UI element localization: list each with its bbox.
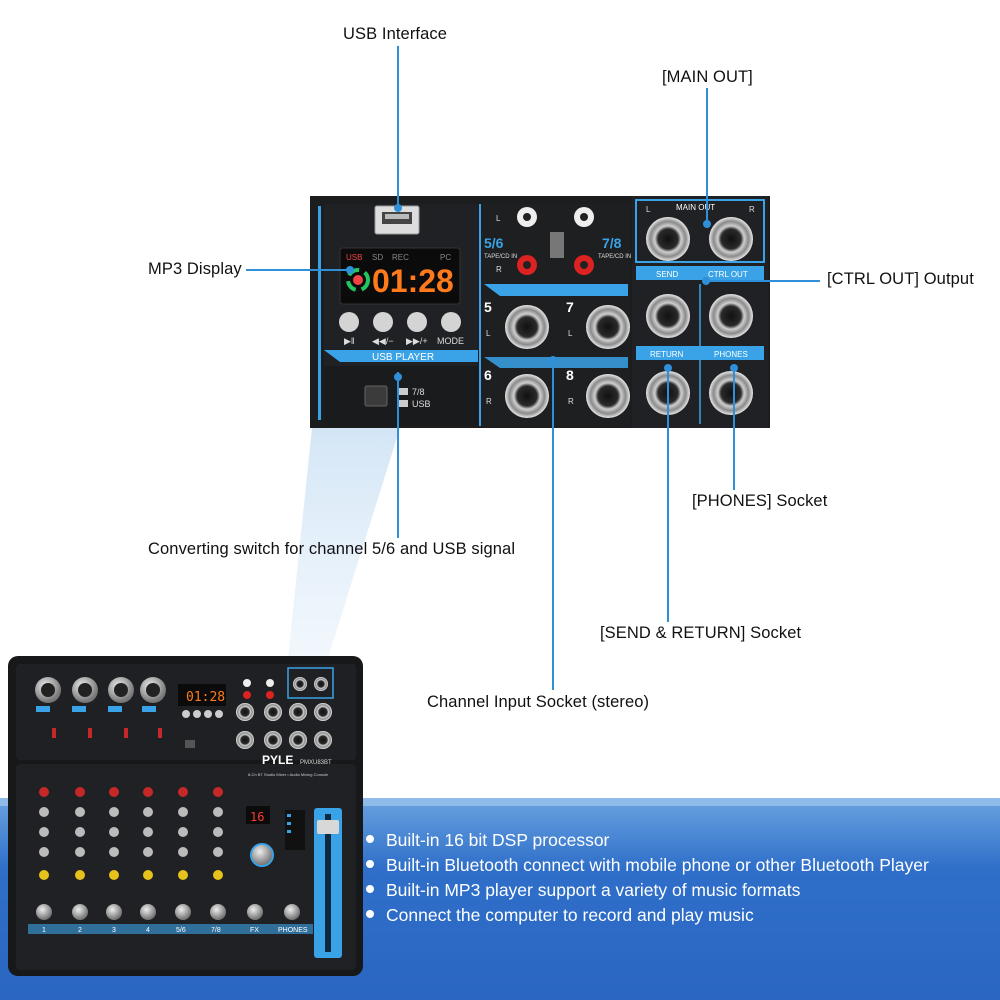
feature-item: Built-in Bluetooth connect with mobile p… (366, 853, 929, 878)
callout-ctrl-out: [CTRL OUT] Output (827, 270, 974, 288)
mode-button (441, 312, 461, 332)
feature-text: Built-in MP3 player support a variety of… (386, 880, 801, 900)
svg-text:▶▶/+: ▶▶/+ (406, 336, 428, 346)
panel-label-L-1: L (496, 214, 501, 223)
callout-lines (246, 46, 820, 690)
display-sd: SD (372, 253, 383, 262)
mixer-ch-fx: FX (250, 927, 259, 934)
mixer-subtitle: 8-Ch BT Studio Mixer • Audio Mixing Cons… (248, 772, 329, 777)
feature-text: Built-in 16 bit DSP processor (386, 830, 610, 850)
zoom-beam (288, 428, 400, 658)
callout-mp3-display: MP3 Display (148, 260, 242, 278)
mixer-ch-4: 4 (146, 927, 150, 934)
panel-label-6: 6 (484, 367, 492, 383)
zoomed-panel: ▶ǁ ◀◀/− ▶▶/+ (310, 196, 770, 428)
mixer-model: PMXU83BT (300, 760, 332, 766)
panel-label-tapecd-1: TAPE/CD IN (484, 254, 517, 260)
play-pause-button (339, 312, 359, 332)
mixer-brand: PYLE (262, 753, 293, 767)
display-pc: PC (440, 253, 451, 262)
mixer-ch-78: 7/8 (211, 927, 221, 934)
bullet-icon (366, 860, 374, 869)
panel-label-ctrl-out: CTRL OUT (708, 270, 748, 279)
callout-phones: [PHONES] Socket (692, 492, 828, 510)
bullet-icon (366, 885, 374, 894)
panel-label-56: 5/6 (484, 235, 504, 251)
display-rec: REC (392, 253, 409, 262)
callout-converting-switch: Converting switch for channel 5/6 and US… (148, 540, 516, 558)
send-jack (646, 294, 690, 338)
panel-label-R-3: R (568, 397, 574, 406)
panel-label-5: 5 (484, 299, 492, 315)
mixer-ch-phones: PHONES (278, 927, 308, 934)
panel-label-send: SEND (656, 270, 678, 279)
switch-label-78: 7/8 (412, 387, 425, 397)
feature-text: Connect the computer to record and play … (386, 905, 754, 925)
jack-ch6 (505, 374, 549, 418)
ctrl-out-jack (709, 294, 753, 338)
feature-item: Built-in 16 bit DSP processor (366, 828, 929, 853)
panel-label-main-L: L (646, 205, 651, 214)
panel-label-L-2: L (486, 329, 491, 338)
panel-label-78: 7/8 (602, 235, 622, 251)
panel-label-main-R: R (749, 205, 755, 214)
feature-text: Built-in Bluetooth connect with mobile p… (386, 855, 929, 875)
feature-item: Connect the computer to record and play … (366, 903, 929, 928)
display-time: 01:28 (372, 263, 454, 299)
next-button (407, 312, 427, 332)
feature-item: Built-in MP3 player support a variety of… (366, 878, 929, 903)
mp3-display-screen (339, 247, 461, 305)
bullet-icon (366, 835, 374, 844)
mixer-dsp-value: 16 (250, 810, 264, 824)
panel-label-R-2: R (486, 397, 492, 406)
main-out-jack-L (646, 217, 690, 261)
panel-label-usb-player: USB PLAYER (372, 352, 434, 363)
panel-label-8: 8 (566, 367, 574, 383)
mixer-ch-1: 1 (42, 927, 46, 934)
mixer-ch-56: 5/6 (176, 927, 186, 934)
callout-usb-interface: USB Interface (343, 25, 448, 43)
mixer-ch-3: 3 (112, 927, 116, 934)
panel-label-phones: PHONES (714, 350, 748, 359)
callout-main-out: [MAIN OUT] (662, 68, 753, 86)
panel-label-L-3: L (568, 329, 573, 338)
panel-label-7: 7 (566, 299, 574, 315)
panel-label-R-1: R (496, 265, 502, 274)
mixer-device: 01:28 (8, 656, 363, 976)
bullet-icon (366, 910, 374, 919)
callout-send-return: [SEND & RETURN] Socket (600, 624, 802, 642)
svg-text:◀◀/−: ◀◀/− (372, 336, 394, 346)
switch-label-usb: USB (412, 399, 431, 409)
feature-list: Built-in 16 bit DSP processor Built-in B… (366, 828, 929, 928)
feature-band-highlight (0, 798, 1000, 806)
panel-label-main-out: MAIN OUT (676, 203, 715, 212)
panel-label-return: RETURN (650, 350, 684, 359)
jack-ch8 (586, 374, 630, 418)
jack-ch7 (586, 305, 630, 349)
panel-label-mode: MODE (437, 336, 464, 346)
main-out-jack-R (709, 217, 753, 261)
channel-switch (364, 385, 388, 407)
jack-ch5 (505, 305, 549, 349)
svg-text:▶ǁ: ▶ǁ (344, 336, 355, 346)
svg-text:01:28: 01:28 (186, 690, 225, 705)
callout-channel-input: Channel Input Socket (stereo) (427, 693, 650, 711)
mixer-ch-2: 2 (78, 927, 82, 934)
display-usb: USB (346, 253, 362, 262)
phones-jack (709, 371, 753, 415)
panel-label-tapecd-2: TAPE/CD IN (598, 254, 631, 260)
prev-button (373, 312, 393, 332)
